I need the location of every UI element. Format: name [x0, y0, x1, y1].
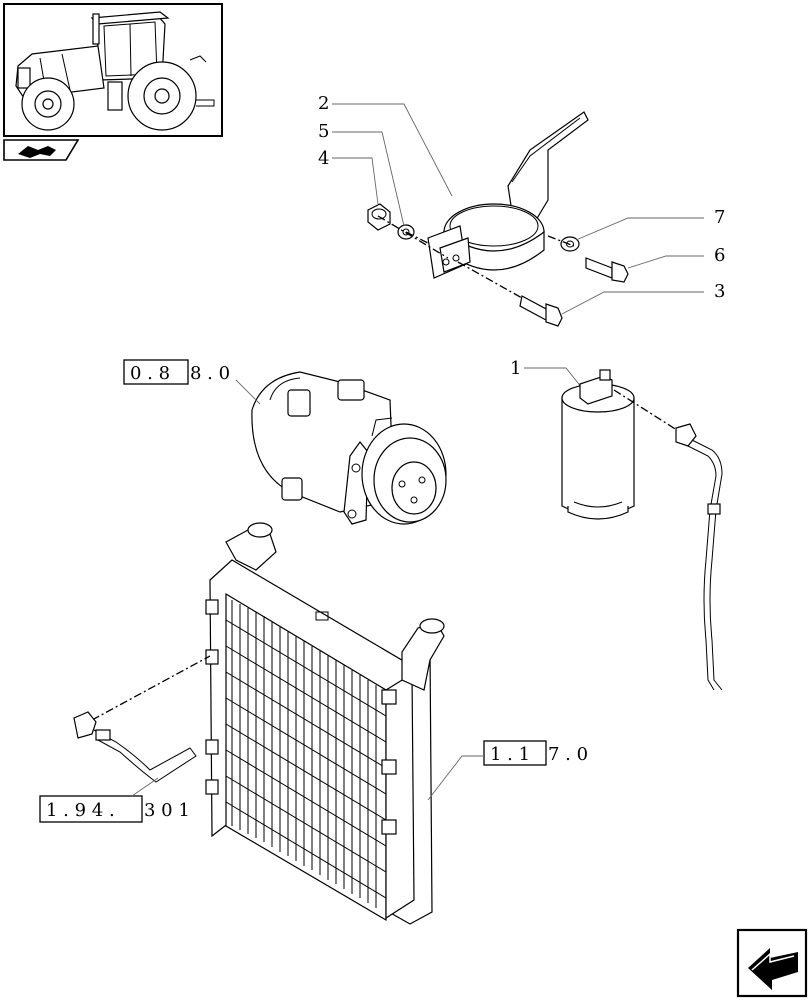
callout-6: 6: [714, 245, 725, 266]
assembly-line-right: [547, 235, 575, 247]
bolt-part-6: [585, 257, 629, 283]
condenser-assembly: [205, 522, 445, 925]
condenser-fins: [225, 600, 387, 908]
refrigerant-pipe-right: [613, 389, 723, 691]
callout-5: 5: [318, 121, 329, 142]
callout-1: 1: [510, 358, 521, 379]
assembly-line-bolt: [457, 261, 523, 299]
callout-3: 3: [714, 281, 725, 302]
condenser-ref-boxed: 1 . 1: [490, 744, 530, 765]
assembly-line-upper: [377, 215, 449, 259]
callout-2: 2: [318, 93, 329, 114]
tractor-thumbnail[interactable]: [3, 3, 223, 137]
ac-compressor: [251, 371, 447, 525]
tractor-icon: [15, 11, 215, 131]
compressor-ref-boxed: 0 . 8: [130, 363, 170, 384]
compressor-reference[interactable]: 0 . 8 8 . 0: [123, 359, 261, 405]
pipe-ref-boxed: 1 . 9 4 .: [46, 800, 115, 821]
callout-4: 4: [318, 148, 329, 169]
next-page-button[interactable]: [736, 928, 808, 998]
bracket-part-2: [427, 111, 589, 279]
pipe-ref-rest: 3 0 1: [144, 800, 190, 821]
condenser-reference[interactable]: 1 . 1 7 . 0: [427, 740, 588, 801]
bolt-part-3: [519, 295, 563, 327]
section-tab[interactable]: [3, 139, 80, 161]
receiver-drier-part-1: [561, 369, 635, 520]
pipe-reference[interactable]: 1 . 9 4 . 3 0 1: [39, 777, 190, 823]
refrigerant-pipe-left: [73, 655, 211, 783]
compressor-ref-rest: 8 . 0: [190, 363, 230, 384]
section-hand-icon: [18, 146, 56, 158]
callout-7: 7: [714, 207, 725, 228]
next-page-arrow-icon: [748, 948, 798, 990]
condenser-ref-rest: 7 . 0: [548, 744, 588, 765]
